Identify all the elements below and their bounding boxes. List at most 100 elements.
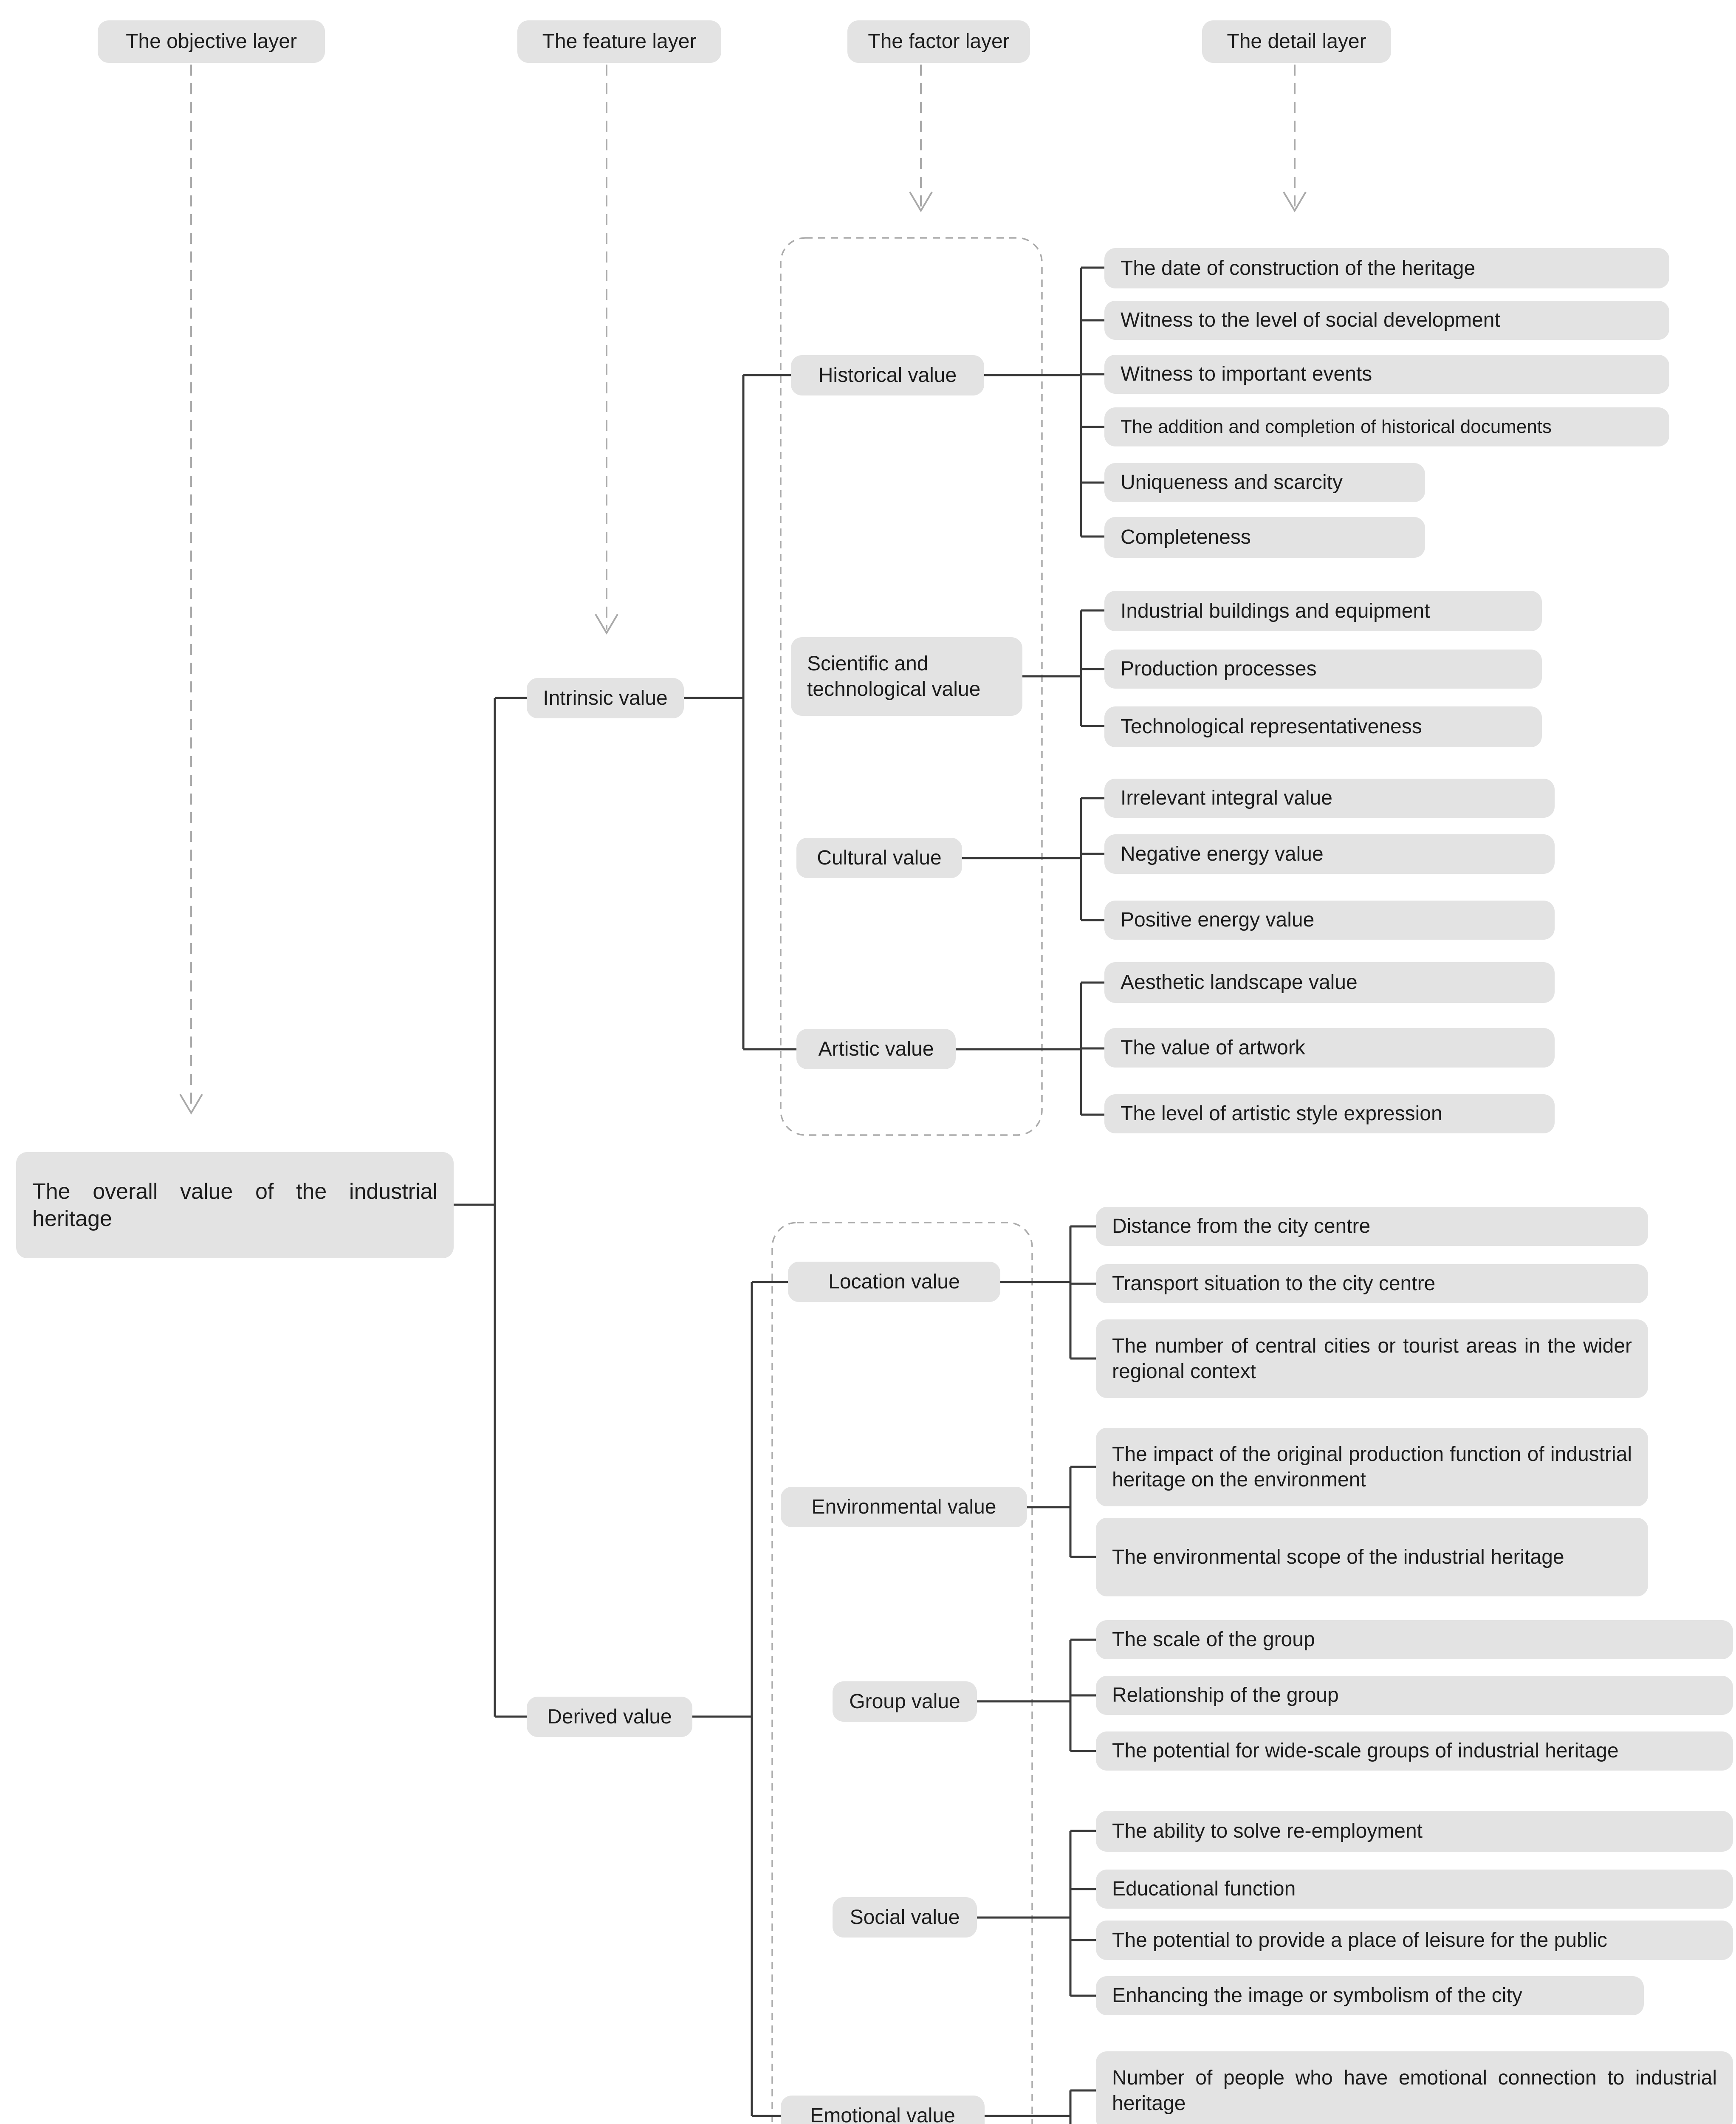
bracket-group	[977, 1638, 1096, 1752]
detail-item-label: Distance from the city centre	[1112, 1215, 1371, 1238]
detail-item-label: The level of artistic style expression	[1121, 1102, 1442, 1125]
detail-item: Transport situation to the city centre	[1096, 1264, 1648, 1303]
detail-item-label: Technological representativeness	[1121, 715, 1422, 738]
detail-item-label: The impact of the original production fu…	[1112, 1443, 1632, 1491]
feature-node-intrinsic: Intrinsic value	[527, 678, 684, 718]
detail-item-label: The potential to provide a place of leis…	[1112, 1929, 1608, 1952]
dashed-arrow-feature	[595, 65, 618, 635]
detail-item: The potential for wide-scale groups of i…	[1096, 1731, 1733, 1771]
layer-header-objective: The objective layer	[98, 20, 325, 63]
detail-item-label: The potential for wide-scale groups of i…	[1112, 1740, 1619, 1762]
dashed-arrow-factor	[909, 65, 933, 212]
bracket-cultural	[962, 797, 1104, 921]
detail-item: Witness to important events	[1104, 355, 1669, 394]
detail-item-label: The addition and completion of historica…	[1121, 416, 1552, 437]
feature-node-label: Derived value	[547, 1705, 672, 1728]
bracket-social	[977, 1830, 1096, 1997]
detail-item-label: Enhancing the image or symbolism of the …	[1112, 1984, 1522, 2007]
detail-item: Aesthetic landscape value	[1104, 962, 1555, 1003]
bracket-emotional	[985, 2089, 1096, 2124]
factor-node-label: Group value	[849, 1690, 960, 1713]
layer-header-label: The feature layer	[542, 30, 697, 53]
detail-item: Completeness	[1104, 517, 1425, 558]
bracket-scientific	[1022, 609, 1104, 727]
detail-item: Witness to the level of social developme…	[1104, 301, 1669, 340]
detail-item-label: The ability to solve re-employment	[1112, 1820, 1423, 1843]
detail-item-label: The environmental scope of the industria…	[1112, 1545, 1564, 1568]
bracket-historical	[984, 266, 1104, 538]
layer-header-factor: The factor layer	[847, 20, 1030, 63]
dashed-arrow-detail	[1283, 65, 1307, 212]
factor-node-historical: Historical value	[791, 355, 984, 395]
detail-item: Educational function	[1096, 1870, 1733, 1909]
detail-item-label: Production processes	[1121, 658, 1317, 681]
factor-node-social: Social value	[833, 1897, 977, 1938]
factor-node-label: Environmental value	[811, 1495, 996, 1518]
factor-node-group: Group value	[833, 1681, 977, 1722]
intrinsic-spine	[684, 374, 796, 1051]
detail-item: The value of artwork	[1104, 1028, 1555, 1068]
detail-item: Negative energy value	[1104, 834, 1555, 874]
detail-item-label: The scale of the group	[1112, 1628, 1315, 1651]
detail-item: The environmental scope of the industria…	[1096, 1518, 1648, 1596]
bracket-environmental	[1027, 1466, 1096, 1558]
factor-node-emotional: Emotional value	[781, 2096, 985, 2124]
factor-group-frame-intrinsic	[780, 237, 1043, 1136]
detail-item-label: Industrial buildings and equipment	[1121, 599, 1430, 622]
detail-item-label: Aesthetic landscape value	[1121, 971, 1358, 994]
detail-item-label: The number of central cities or tourist …	[1112, 1334, 1632, 1383]
factor-node-location: Location value	[788, 1262, 1000, 1302]
detail-item-label: Witness to the level of social developme…	[1121, 309, 1500, 332]
detail-item: Production processes	[1104, 650, 1542, 689]
layer-header-detail: The detail layer	[1202, 20, 1391, 63]
detail-item: Distance from the city centre	[1096, 1207, 1648, 1246]
detail-item: The number of central cities or tourist …	[1096, 1319, 1648, 1398]
detail-item: Uniqueness and scarcity	[1104, 463, 1425, 502]
factor-node-environmental: Environmental value	[781, 1487, 1027, 1527]
detail-item: Enhancing the image or symbolism of the …	[1096, 1976, 1644, 2015]
detail-item: Relationship of the group	[1096, 1676, 1733, 1715]
dashed-arrow-objective	[179, 65, 203, 1115]
bracket-location	[1000, 1225, 1096, 1360]
layer-header-feature: The feature layer	[517, 20, 721, 63]
factor-node-label: Historical value	[818, 364, 957, 387]
detail-item: Irrelevant integral value	[1104, 779, 1555, 818]
detail-item: The date of construction of the heritage	[1104, 248, 1669, 288]
detail-item: The potential to provide a place of leis…	[1096, 1921, 1733, 1960]
factor-node-label: Cultural value	[817, 846, 942, 869]
detail-item: The addition and completion of historica…	[1104, 407, 1669, 446]
detail-item: Technological representativeness	[1104, 706, 1542, 747]
root-node-label: The overall value of the industrial heri…	[32, 1179, 438, 1231]
detail-item-label: Number of people who have emotional conn…	[1112, 2066, 1717, 2115]
detail-item: The ability to solve re-employment	[1096, 1811, 1733, 1852]
factor-node-scientific: Scientific and technological value	[791, 637, 1022, 716]
factor-node-label: Social value	[850, 1906, 960, 1929]
detail-item: Number of people who have emotional conn…	[1096, 2051, 1733, 2124]
detail-item-label: Completeness	[1121, 526, 1251, 549]
factor-node-artistic: Artistic value	[796, 1029, 956, 1069]
detail-item-label: Educational function	[1112, 1878, 1296, 1901]
detail-item-label: Positive energy value	[1121, 909, 1315, 932]
detail-item: The scale of the group	[1096, 1620, 1733, 1659]
factor-node-label: Artistic value	[818, 1037, 934, 1060]
detail-item-label: Relationship of the group	[1112, 1684, 1339, 1707]
detail-item-label: Negative energy value	[1121, 842, 1324, 865]
feature-node-label: Intrinsic value	[543, 686, 668, 709]
detail-item-label: Irrelevant integral value	[1121, 787, 1332, 810]
root-node: The overall value of the industrial heri…	[16, 1152, 454, 1258]
detail-item-label: Witness to important events	[1121, 363, 1372, 386]
root-connector	[454, 697, 527, 1718]
detail-item-label: The value of artwork	[1121, 1036, 1305, 1059]
detail-item: Positive energy value	[1104, 901, 1555, 940]
factor-node-label: Scientific and technological value	[807, 652, 981, 700]
layer-header-label: The detail layer	[1227, 30, 1366, 53]
detail-item-label: Uniqueness and scarcity	[1121, 471, 1343, 494]
detail-item: Industrial buildings and equipment	[1104, 591, 1542, 631]
layer-header-label: The objective layer	[126, 30, 297, 53]
layer-header-label: The factor layer	[868, 30, 1010, 53]
factor-node-label: Emotional value	[810, 2104, 955, 2124]
detail-item: The impact of the original production fu…	[1096, 1428, 1648, 1506]
factor-node-label: Location value	[828, 1270, 960, 1293]
